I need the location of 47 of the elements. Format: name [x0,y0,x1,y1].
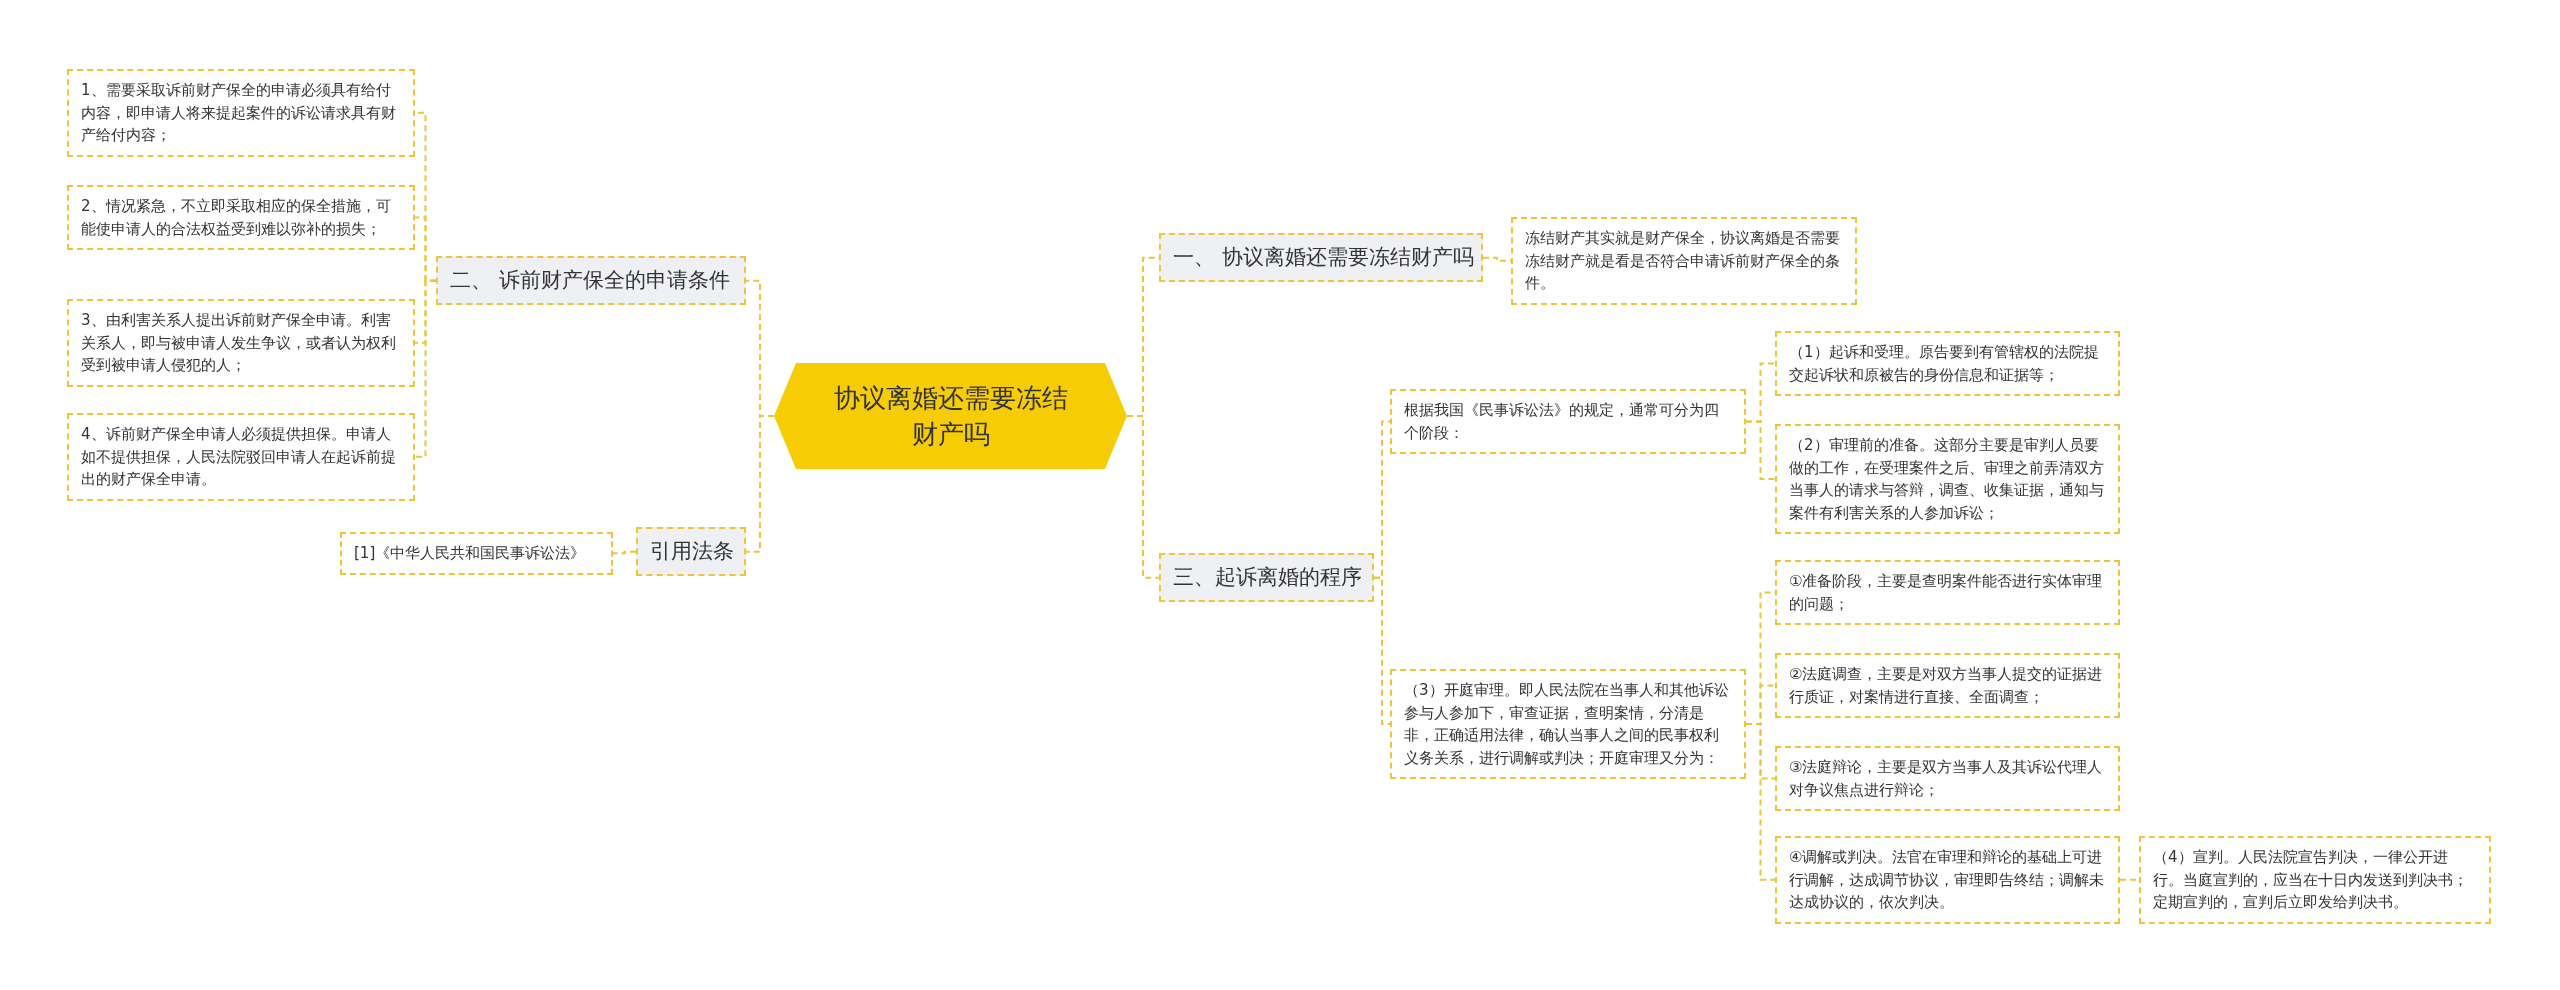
note-text: ③法庭辩论，主要是双方当事人及其诉讼代理人对争议焦点进行辩论； [1789,757,2104,801]
connector-line [745,415,775,553]
connector-line [1126,415,1160,579]
connector-line [1745,420,1776,480]
branch-title: 引用法条 [650,538,732,565]
note-box [1775,653,2120,718]
note-text: （4）宣判。人民法院宣告判决，一律公开进行。当庭宣判的，应当在十日内发送到判决书；定期宣判的，宣判后立即发给判决书。 [2153,847,2469,913]
note-box [67,413,415,501]
note-box [1511,217,1857,305]
note-box [2139,836,2491,924]
note-text: 冻结财产其实就是财产保全，协议离婚是否需要冻结财产就是看是否符合申请诉前财产保全的条件。 [1525,228,1841,294]
note-text: [1]《中华人民共和国民事诉讼法》 [354,543,587,564]
central-topic [774,363,1127,469]
note-box [67,299,415,387]
note-text: ①准备阶段，主要是查明案件能否进行实体审理的问题； [1789,571,2104,615]
note-text: （1）起诉和受理。原告要到有管辖权的法院提交起诉状和原被告的身份信息和证据等； [1789,342,2100,386]
note-text: （2）审理前的准备。这部分主要是审判人员要做的工作，在受理案件之后、审理之前弄清双方当事人的请求与答辩，调查、收集证据，通知与案件有利害关系的人参加诉讼； [1789,435,2105,524]
note-box [1390,389,1746,454]
connector-line [1373,576,1391,725]
note-box [67,69,415,157]
note-box [340,532,613,575]
connector-line [414,279,437,458]
branch-topic [1159,233,1483,283]
note-box [1775,560,2120,625]
note-box [1775,746,2120,811]
connector-line [612,550,637,555]
note-text: 根据我国《民事诉讼法》的规定，通常可分为四个阶段： [1404,400,1720,444]
branch-title: 二、 诉前财产保全的申请条件 [450,267,731,294]
note-text: 1、需要采取诉前财产保全的申请必须具有给付内容，即申请人将来提起案件的诉讼请求具有财产给付内容； [81,80,397,146]
note-text: 2、情况紧急，不立即采取相应的保全措施，可能使申请人的合法权益受到难以弥补的损失； [81,196,392,240]
note-text: ②法庭调查，主要是对双方当事人提交的证据进行质证，对案情进行直接、全面调查； [1789,664,2104,708]
topic-title: 协议离婚还需要冻结财产吗 [832,381,1069,451]
branch-topic [636,527,746,577]
branch-title: 三、起诉离婚的程序 [1173,564,1360,591]
note-text: （3）开庭审理。即人民法院在当事人和其他诉讼参与人参加下，审查证据，查明案情，分清是非，正确适用法律，确认当事人之间的民事权利义务关系，进行调解或判决；开庭审理又分为： [1404,680,1730,769]
note-text: ④调解或判决。法官在审理和辩论的基础上可进行调解，达成调节协议，审理即告终结；调解未达成协议的，依次判决。 [1789,847,2105,913]
branch-topic [1159,553,1374,603]
note-box [1775,836,2120,924]
note-text: 4、诉前财产保全申请人必须提供担保。申请人如不提供担保，人民法院驳回申请人在起诉前提出的财产保全申请。 [81,424,397,490]
note-box [1775,424,2120,534]
note-text: 3、由利害关系人提出诉前财产保全申请。利害关系人，即与被申请人发生争议，或者认为权利受到被申请人侵犯的人； [81,310,397,376]
note-box [1390,669,1746,779]
connector-line [1482,256,1512,262]
connector-line [1745,723,1776,881]
note-box [1775,331,2120,396]
note-box [67,185,415,250]
branch-topic [436,256,746,306]
